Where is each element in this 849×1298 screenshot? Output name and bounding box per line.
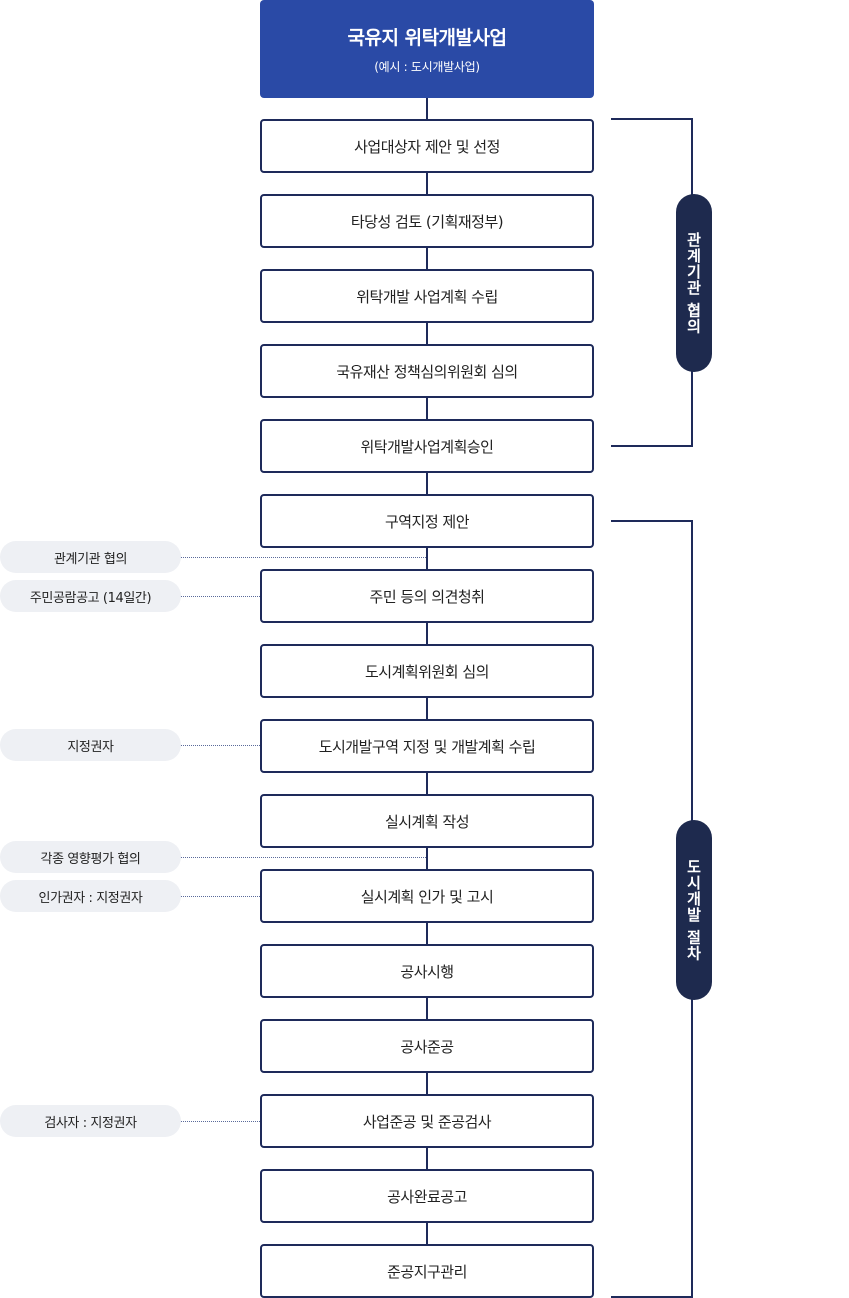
step-box: 위탁개발사업계획승인 [260,419,594,473]
connector [426,98,428,119]
connector [426,1223,428,1244]
connector [426,398,428,419]
step-box: 공사완료공고 [260,1169,594,1223]
note-inspector: 검사자 : 지정권자 [0,1105,181,1137]
tag-urban-development-label: 도시개발 절차 [684,858,703,962]
dotted-connector [181,857,426,858]
header-subtitle: (예시 : 도시개발사업) [374,60,480,74]
header-box: 국유지 위탁개발사업 (예시 : 도시개발사업) [260,0,594,98]
connector [426,1148,428,1169]
connector [426,923,428,944]
step-box: 준공지구관리 [260,1244,594,1298]
tag-related-agency-label: 관계기관 협의 [684,231,703,335]
step-box: 주민 등의 의견청취 [260,569,594,623]
header-title: 국유지 위탁개발사업 [347,27,507,49]
dotted-connector [181,557,426,558]
connector [426,998,428,1019]
step-box: 공사준공 [260,1019,594,1073]
connector [426,848,428,869]
dotted-connector [181,1121,260,1122]
step-box: 위탁개발 사업계획 수립 [260,269,594,323]
connector [426,623,428,644]
connector [426,773,428,794]
dotted-connector [181,745,260,746]
note-designator: 지정권자 [0,729,181,761]
tag-urban-development: 도시개발 절차 [676,820,712,1000]
step-box: 사업대상자 제안 및 선정 [260,119,594,173]
note-impact-assessment: 각종 영향평가 협의 [0,841,181,873]
connector [426,698,428,719]
note-related-agency: 관계기관 협의 [0,541,181,573]
connector [426,548,428,569]
step-box: 도시계획위원회 심의 [260,644,594,698]
note-approver: 인가권자 : 지정권자 [0,880,181,912]
tag-related-agency: 관계기관 협의 [676,194,712,372]
step-box: 구역지정 제안 [260,494,594,548]
connector [426,173,428,194]
step-box: 도시개발구역 지정 및 개발계획 수립 [260,719,594,773]
step-box: 실시계획 인가 및 고시 [260,869,594,923]
connector [426,248,428,269]
step-box: 타당성 검토 (기획재정부) [260,194,594,248]
step-box: 국유재산 정책심의위원회 심의 [260,344,594,398]
step-box: 사업준공 및 준공검사 [260,1094,594,1148]
dotted-connector [181,596,260,597]
step-box: 공사시행 [260,944,594,998]
note-public-notice: 주민공람공고 (14일간) [0,580,181,612]
connector [426,1073,428,1094]
connector [426,473,428,494]
connector [426,323,428,344]
step-box: 실시계획 작성 [260,794,594,848]
dotted-connector [181,896,260,897]
